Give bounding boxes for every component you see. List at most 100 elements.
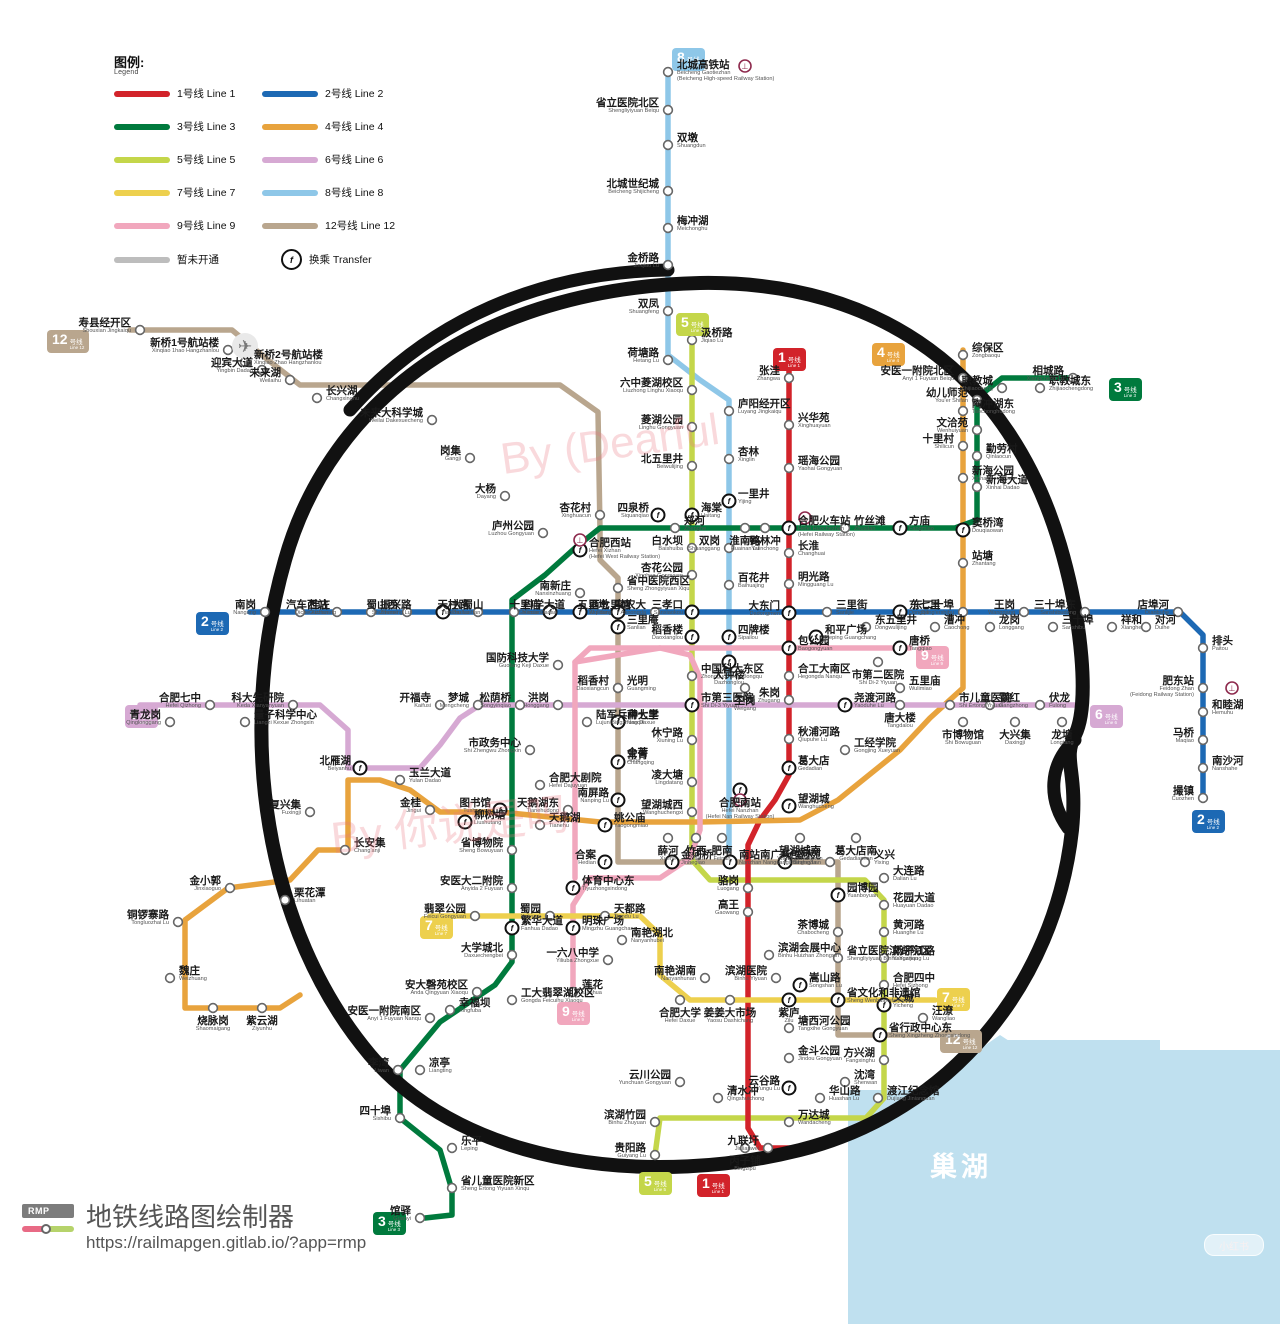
transfer-station-dot[interactable]	[892, 520, 908, 536]
station-dot[interactable]	[724, 994, 736, 1006]
station-dot[interactable]	[506, 882, 518, 894]
transfer-station-dot[interactable]	[597, 817, 613, 833]
station-dot[interactable]	[662, 832, 674, 844]
station-dot[interactable]	[783, 1116, 795, 1128]
station-dot[interactable]	[686, 384, 698, 396]
station-dot[interactable]	[839, 522, 851, 534]
station-dot[interactable]	[878, 952, 890, 964]
station-dot[interactable]	[739, 1142, 751, 1154]
station-dot[interactable]	[872, 656, 884, 668]
station-dot[interactable]	[134, 324, 146, 336]
station-dot[interactable]	[446, 1142, 458, 1154]
station-dot[interactable]	[612, 682, 624, 694]
station-dot[interactable]	[599, 910, 611, 922]
transfer-station-dot[interactable]	[352, 760, 368, 776]
transfer-station-dot[interactable]	[781, 992, 797, 1008]
station-dot[interactable]	[716, 832, 728, 844]
station-dot[interactable]	[508, 606, 520, 618]
station-dot[interactable]	[446, 1182, 458, 1194]
transfer-station-dot[interactable]	[684, 697, 700, 713]
station-dot[interactable]	[514, 699, 526, 711]
transfer-station-dot[interactable]	[684, 604, 700, 620]
station-dot[interactable]	[287, 699, 299, 711]
station-dot[interactable]	[616, 934, 628, 946]
station-dot[interactable]	[669, 522, 681, 534]
transfer-station-dot[interactable]	[597, 854, 613, 870]
transfer-station-dot[interactable]	[610, 604, 626, 620]
transfer-station-dot[interactable]	[781, 760, 797, 776]
transfer-station-dot[interactable]	[565, 880, 581, 896]
transfer-station-dot[interactable]	[781, 798, 797, 814]
transfer-station-dot[interactable]	[684, 507, 700, 523]
station-dot[interactable]	[164, 972, 176, 984]
station-dot[interactable]	[859, 856, 871, 868]
station-dot[interactable]	[723, 405, 735, 417]
station-dot[interactable]	[172, 916, 184, 928]
station-dot[interactable]	[984, 621, 996, 633]
station-dot[interactable]	[594, 509, 606, 521]
station-dot[interactable]	[472, 606, 484, 618]
station-dot[interactable]	[686, 734, 698, 746]
station-dot[interactable]	[649, 1149, 661, 1161]
station-dot[interactable]	[469, 910, 481, 922]
transfer-station-dot[interactable]	[781, 520, 797, 536]
station-dot[interactable]	[464, 452, 476, 464]
station-dot[interactable]	[686, 806, 698, 818]
station-dot[interactable]	[534, 779, 546, 791]
station-dot[interactable]	[434, 699, 446, 711]
station-dot[interactable]	[957, 716, 969, 728]
station-dot[interactable]	[957, 557, 969, 569]
station-dot[interactable]	[686, 569, 698, 581]
transfer-station-dot[interactable]	[610, 714, 626, 730]
station-dot[interactable]	[878, 872, 890, 884]
transfer-station-dot[interactable]	[721, 629, 737, 645]
station-dot[interactable]	[1197, 792, 1209, 804]
station-dot[interactable]	[331, 606, 343, 618]
transfer-station-dot[interactable]	[722, 854, 738, 870]
station-dot[interactable]	[770, 972, 782, 984]
station-dot[interactable]	[686, 542, 698, 554]
station-dot[interactable]	[662, 354, 674, 366]
station-dot[interactable]	[674, 1076, 686, 1088]
transfer-station-dot[interactable]	[610, 792, 626, 808]
station-dot[interactable]	[552, 659, 564, 671]
station-dot[interactable]	[1056, 716, 1068, 728]
station-dot[interactable]	[957, 440, 969, 452]
transfer-station-dot[interactable]	[781, 640, 797, 656]
transfer-station-dot[interactable]	[876, 997, 892, 1013]
station-dot[interactable]	[537, 527, 549, 539]
transfer-station-dot[interactable]	[777, 854, 793, 870]
station-dot[interactable]	[612, 582, 624, 594]
station-dot[interactable]	[832, 952, 844, 964]
station-dot[interactable]	[878, 979, 890, 991]
station-dot[interactable]	[394, 774, 406, 786]
station-dot[interactable]	[534, 819, 546, 831]
station-dot[interactable]	[686, 670, 698, 682]
footer-url[interactable]: https://railmapgen.gitlab.io/?app=rmp	[86, 1233, 367, 1253]
station-dot[interactable]	[471, 986, 483, 998]
station-dot[interactable]	[957, 349, 969, 361]
station-dot[interactable]	[662, 259, 674, 271]
station-dot[interactable]	[957, 405, 969, 417]
station-dot[interactable]	[1140, 621, 1152, 633]
station-dot[interactable]	[1034, 382, 1046, 394]
station-dot[interactable]	[1106, 621, 1118, 633]
station-dot[interactable]	[723, 579, 735, 591]
station-dot[interactable]	[783, 694, 795, 706]
transfer-station-dot[interactable]	[572, 604, 588, 620]
transfer-station-dot[interactable]	[610, 619, 626, 635]
station-dot[interactable]	[723, 542, 735, 554]
station-dot[interactable]	[894, 682, 906, 694]
transfer-station-dot[interactable]	[808, 629, 824, 645]
station-dot[interactable]	[839, 744, 851, 756]
transfer-station-dot[interactable]	[650, 507, 666, 523]
station-dot[interactable]	[662, 222, 674, 234]
station-dot[interactable]	[971, 394, 983, 406]
station-dot[interactable]	[649, 1116, 661, 1128]
station-dot[interactable]	[957, 372, 969, 384]
station-dot[interactable]	[239, 716, 251, 728]
transfer-station-dot[interactable]	[565, 920, 581, 936]
station-dot[interactable]	[1067, 372, 1079, 384]
station-dot[interactable]	[1197, 706, 1209, 718]
station-dot[interactable]	[878, 926, 890, 938]
